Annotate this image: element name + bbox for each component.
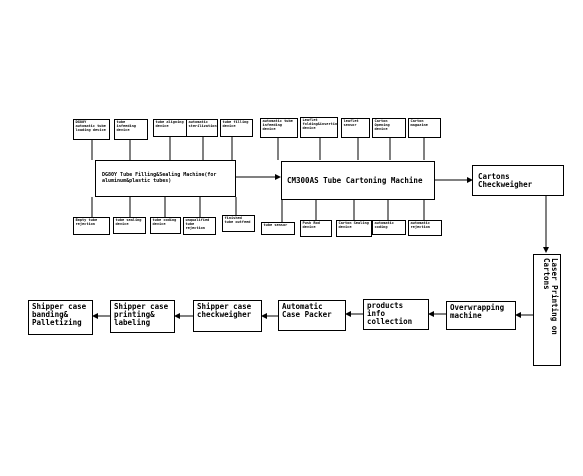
node-automatic-rejection: automatic rejection bbox=[408, 220, 442, 236]
node-leaflet-sensor: leaflet sensor bbox=[341, 118, 370, 138]
node-tube-loading: DG80Y automatic tube loading device bbox=[73, 119, 110, 140]
node-shipper-checkweigher: Shipper case checkweigher bbox=[193, 300, 262, 332]
node-automatic-coding: automatic coding bbox=[372, 220, 406, 235]
node-auto-tube-infeeding: automatic tube infeeding device bbox=[260, 118, 298, 138]
node-tube-infeeding: tube infeeding device bbox=[114, 119, 148, 140]
node-tube-filling: tube filling device bbox=[220, 119, 253, 137]
node-products-info: products info collection bbox=[363, 299, 429, 330]
node-shipper-printing: Shipper case printing& labeling bbox=[110, 300, 175, 333]
node-carton-opening: Carton Opening device bbox=[372, 118, 406, 138]
node-tube-aligning: tube aligning device bbox=[153, 119, 188, 137]
node-tube-coding: tube coding device bbox=[150, 217, 181, 234]
node-shipper-banding: Shipper case banding& Palletizing bbox=[28, 300, 93, 335]
node-overwrapping: Overwrapping machine bbox=[446, 301, 516, 330]
node-tube-sensor: tube sensor bbox=[261, 222, 295, 235]
node-unqualified-rejection: unqualified tube rejection bbox=[183, 217, 216, 235]
node-cartons-checkweigher: Cartons Checkweigher bbox=[472, 165, 564, 196]
node-main-filler: DG80Y Tube Filling&Sealing Machine(for a… bbox=[95, 160, 236, 197]
node-sterilization: automatic sterilization bbox=[186, 119, 218, 137]
node-carton-magazine: Carton magazine bbox=[408, 118, 441, 138]
node-empty-tube-rejection: Empty tube rejection bbox=[73, 217, 110, 235]
node-leaflet-folding: Leaflet folding&inserting device bbox=[300, 117, 338, 138]
node-push-rod: Push Rod device bbox=[300, 220, 332, 237]
node-finished-tube-outfeed: finished tube outfeed bbox=[222, 215, 255, 232]
node-tube-sealing: tube sealing device bbox=[113, 217, 146, 234]
node-case-packer: Automatic Case Packer bbox=[278, 300, 346, 331]
node-laser-printing: Laser Printing on Cartons bbox=[533, 254, 561, 366]
node-carton-sealing: Carton Sealing device bbox=[336, 220, 372, 237]
node-main-cartoner: CM300AS Tube Cartoning Machine bbox=[281, 161, 435, 200]
